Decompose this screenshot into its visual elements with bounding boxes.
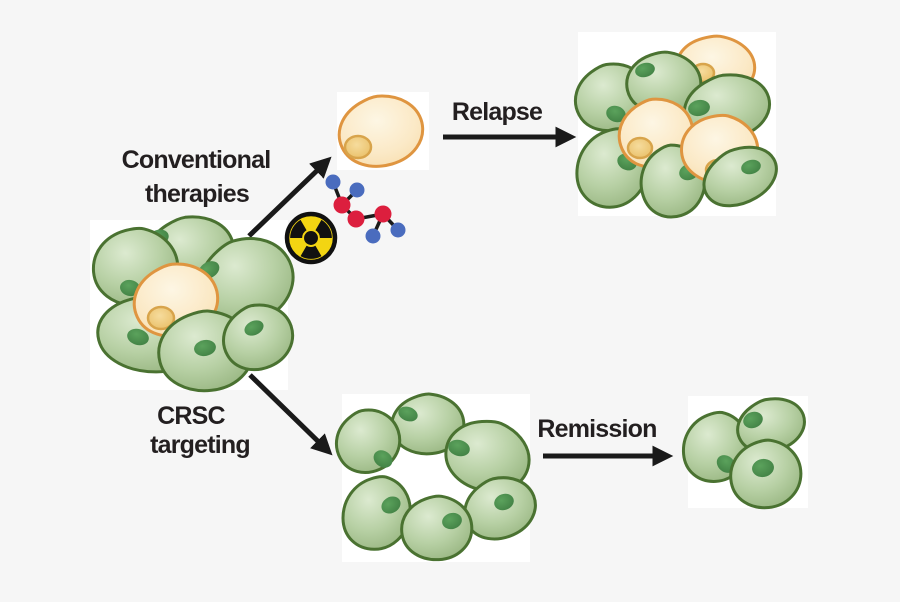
arrow-conventional-therapies	[247, 156, 332, 238]
cell-nucleus	[373, 450, 393, 468]
tumor-without-stem-cell-ring	[334, 392, 537, 562]
tumor-cell	[400, 494, 474, 562]
remission-cells	[682, 397, 806, 510]
radiation-hazard-icon	[284, 211, 338, 265]
cell-nucleus	[381, 496, 401, 514]
tumor-cell	[444, 419, 531, 493]
icon-layer	[284, 174, 406, 265]
cancer-stem-cell	[337, 94, 425, 168]
molecule-atom-blue	[390, 222, 406, 238]
molecule-atom-red	[333, 196, 351, 214]
cell-nucleus	[244, 320, 264, 336]
cell-nucleus	[688, 99, 710, 117]
relapse-label: Relapse	[452, 98, 543, 126]
cell-nucleus	[743, 411, 763, 429]
radiation-blade	[315, 219, 332, 239]
arrow-layer	[247, 126, 674, 467]
radiation-blade	[290, 219, 307, 239]
cell-nucleus	[194, 339, 216, 357]
drug-molecule-icon	[325, 174, 406, 244]
cell-nucleus	[752, 458, 774, 478]
cell-nucleus	[442, 512, 462, 530]
crsc-targeting-label-line1: CRSC	[157, 402, 225, 430]
remission-label: Remission	[537, 415, 656, 443]
cell-nucleus	[635, 62, 655, 78]
molecule-atom-red	[374, 205, 392, 223]
relapsed-tumor	[574, 34, 778, 219]
cell-cluster-layer	[92, 34, 806, 562]
cell-nucleus	[741, 159, 761, 175]
molecule-atom-blue	[325, 174, 341, 190]
cell-nucleus	[127, 328, 149, 346]
primary-tumor-with-stem-cell	[92, 215, 295, 393]
cell-nucleus	[343, 134, 373, 160]
cell-nucleus	[626, 136, 654, 160]
cell-nucleus	[448, 439, 470, 457]
molecule-atom-red	[347, 210, 365, 228]
cell-nucleus	[398, 406, 418, 422]
molecule-atom-blue	[365, 228, 381, 244]
cell-nucleus	[494, 493, 514, 511]
tumor-cell	[222, 303, 294, 372]
arrow-crsc-targeting	[248, 373, 333, 456]
radiation-blade	[300, 245, 322, 259]
conventional-therapies-label-line1: Conventional	[122, 146, 271, 174]
molecule-atom-blue	[349, 182, 365, 198]
cell-nucleus	[146, 305, 176, 331]
crsc-targeting-label-line2: targeting	[150, 431, 250, 459]
cell-nucleus	[606, 105, 626, 123]
conventional-therapies-label-line2: therapies	[145, 180, 249, 208]
